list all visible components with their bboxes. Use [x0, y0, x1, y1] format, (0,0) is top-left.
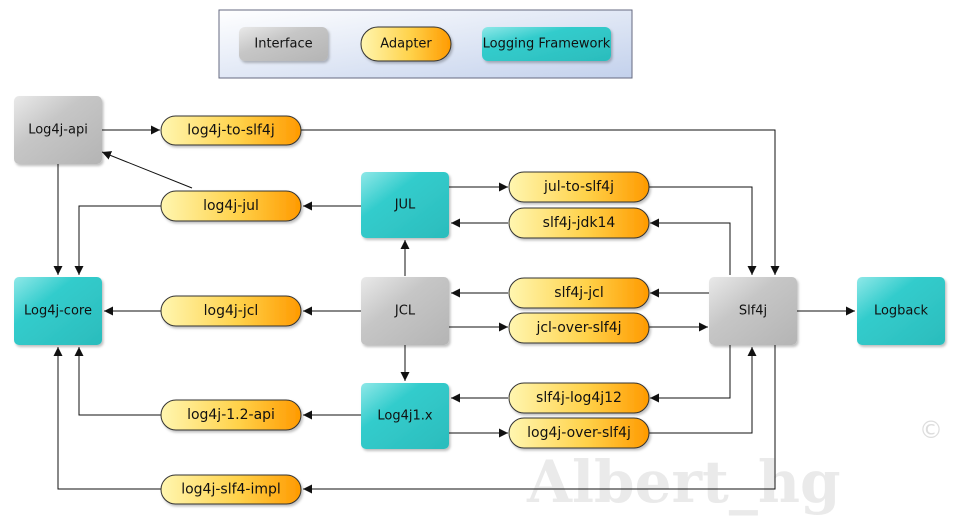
- legend-interface-swatch: [239, 27, 328, 61]
- adapter-log4j-jul[interactable]: log4j-jul: [160, 190, 302, 222]
- adapter-jcl-over-slf4j-pill: [508, 312, 650, 344]
- node-jul-box: [361, 172, 449, 238]
- adapter-jul-to-slf4j-label: jul-to-slf4j: [543, 179, 614, 195]
- adapter-log4j-slf4-impl-pill: [160, 474, 302, 505]
- node-slf4j[interactable]: Slf4j: [709, 277, 797, 345]
- adapter-jcl-over-slf4j-label: jcl-over-slf4j: [535, 320, 621, 336]
- adapter-jcl-over-slf4j[interactable]: jcl-over-slf4j: [508, 312, 650, 344]
- adapter-slf4j-jcl-label: slf4j-jcl: [554, 285, 603, 301]
- node-log4j-api[interactable]: Log4j-api: [14, 96, 102, 164]
- node-jul[interactable]: JUL: [361, 172, 449, 238]
- nodes: Log4j-api Log4j-core JUL JCL Log4j1.x Sl…: [14, 96, 945, 449]
- adapter-log4j-to-slf4j-label: log4j-to-slf4j: [187, 123, 274, 139]
- adapter-slf4j-jdk14-label: slf4j-jdk14: [543, 215, 616, 231]
- adapter-log4j-12-api-pill: [160, 399, 302, 431]
- edge-log4j-jul-to-log4j-api: [101, 151, 193, 189]
- adapter-jul-to-slf4j[interactable]: jul-to-slf4j: [508, 171, 650, 203]
- adapter-slf4j-jcl-pill: [508, 277, 650, 309]
- adapter-log4j-1.2-api[interactable]: log4j-1.2-api: [160, 399, 302, 431]
- node-log4j-core-box: [14, 277, 102, 345]
- adapter-log4j-to-slf4j[interactable]: log4j-to-slf4j: [160, 115, 302, 146]
- adapter-slf4j-jdk14-pill: [508, 207, 650, 239]
- edge-log4j-to-slf4j-to-slf4j: [301, 129, 780, 275]
- edge-slf4j-to-slf4j-jdk14: [650, 218, 731, 275]
- adapter-log4j-slf4-impl[interactable]: log4j-slf4-impl: [160, 474, 302, 505]
- legend-framework-label: Logging Framework: [483, 37, 611, 52]
- legend-framework-swatch: [482, 27, 611, 61]
- adapter-log4j-slf4-impl-label: log4j-slf4-impl: [181, 482, 281, 498]
- adapter-slf4j-log4j12[interactable]: slf4j-log4j12: [508, 382, 650, 414]
- adapter-log4j-12-api-label: log4j-1.2-api: [187, 407, 275, 423]
- adapter-log4j-over-slf4j-pill: [508, 417, 650, 449]
- node-logback-box: [857, 277, 945, 345]
- copyright-symbol: ©: [919, 416, 943, 444]
- watermark: Albert_hg ©: [526, 416, 943, 516]
- adapters: log4j-to-slf4j log4j-jul log4j-jcl log4j…: [160, 115, 650, 505]
- edges: [53, 125, 855, 494]
- legend: Interface Adapter Logging Framework: [218, 9, 633, 79]
- node-jul-label: JUL: [394, 198, 416, 213]
- adapter-log4j-jcl[interactable]: log4j-jcl: [160, 295, 302, 327]
- edge-log4j-slf4-impl-to-log4j-core: [53, 347, 161, 490]
- adapter-slf4j-jdk14[interactable]: slf4j-jdk14: [508, 207, 650, 239]
- node-log4j1x[interactable]: Log4j1.x: [361, 383, 449, 449]
- adapter-slf4j-log4j12-label: slf4j-log4j12: [536, 390, 622, 406]
- node-log4j1x-label: Log4j1.x: [377, 409, 433, 424]
- edge-slf4j-to-slf4j-log4j12: [650, 345, 731, 403]
- node-log4j1x-box: [361, 383, 449, 449]
- legend-interface-label: Interface: [254, 37, 312, 52]
- node-jcl-box: [361, 277, 449, 345]
- legend-framework: Logging Framework: [482, 27, 611, 61]
- legend-adapter-swatch: [360, 26, 452, 62]
- node-log4j-core-label: Log4j-core: [24, 304, 92, 319]
- node-log4j-api-label: Log4j-api: [28, 123, 88, 138]
- adapter-slf4j-log4j12-pill: [508, 382, 650, 414]
- node-jcl-label: JCL: [394, 304, 416, 319]
- adapter-log4j-jcl-pill: [160, 295, 302, 327]
- edge-log4j-over-slf4j-to-slf4j: [649, 347, 757, 434]
- legend-adapter: Adapter: [360, 26, 452, 62]
- adapter-log4j-jul-pill: [160, 190, 302, 222]
- node-slf4j-label: Slf4j: [739, 304, 767, 319]
- adapter-log4j-jul-label: log4j-jul: [203, 198, 259, 214]
- edge-log4j-12-api-to-log4j-core: [74, 347, 161, 416]
- node-log4j-core[interactable]: Log4j-core: [14, 277, 102, 345]
- node-slf4j-box: [709, 277, 797, 345]
- adapter-log4j-to-slf4j-pill: [160, 115, 302, 146]
- edge-slf4j-to-log4j-slf4-impl: [303, 345, 776, 494]
- legend-interface: Interface: [239, 27, 328, 61]
- legend-adapter-label: Adapter: [380, 37, 432, 52]
- node-logback[interactable]: Logback: [857, 277, 945, 345]
- adapter-log4j-over-slf4j[interactable]: log4j-over-slf4j: [508, 417, 650, 449]
- node-jcl[interactable]: JCL: [361, 277, 449, 345]
- adapter-log4j-over-slf4j-label: log4j-over-slf4j: [527, 425, 631, 441]
- node-logback-label: Logback: [874, 304, 929, 319]
- edge-jul-to-slf4j-to-slf4j: [649, 186, 757, 275]
- edge-log4j-jul-to-log4j-core: [74, 205, 161, 275]
- adapter-jul-to-slf4j-pill: [508, 171, 650, 203]
- adapter-log4j-jcl-label: log4j-jcl: [204, 303, 259, 319]
- node-log4j-api-box: [14, 96, 102, 164]
- adapter-slf4j-jcl[interactable]: slf4j-jcl: [508, 277, 650, 309]
- watermark-text: Albert_hg: [526, 448, 841, 516]
